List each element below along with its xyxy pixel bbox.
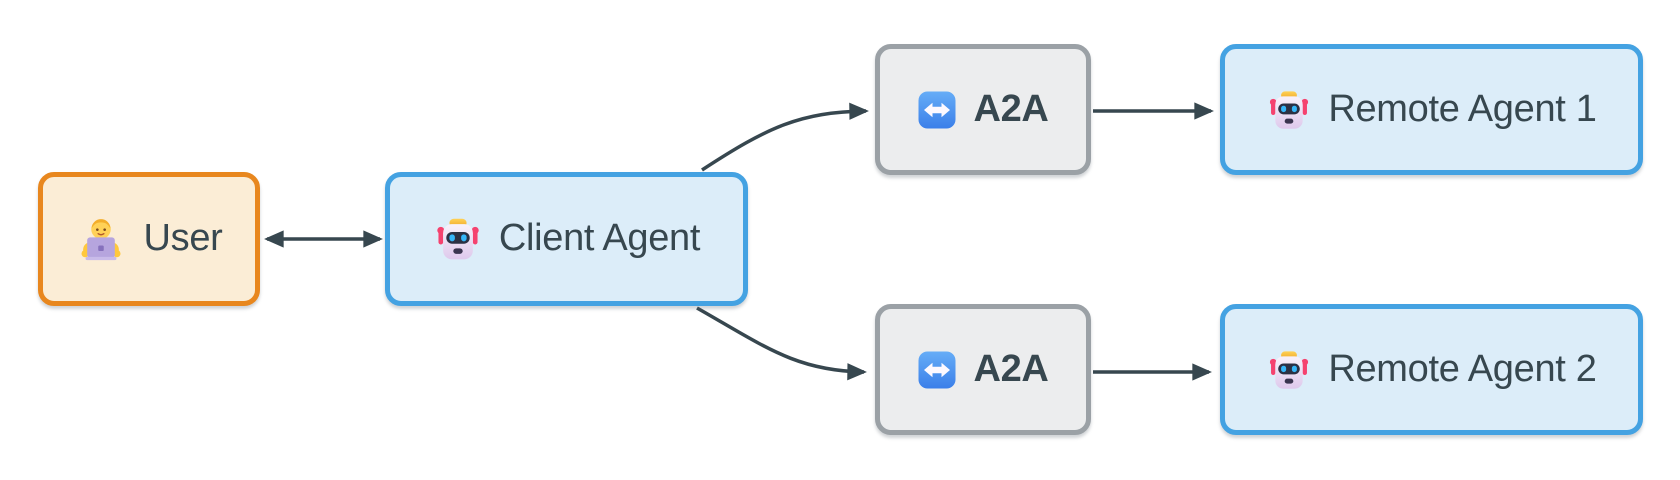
edge-client-a2a-top xyxy=(701,102,869,172)
robot-icon xyxy=(1266,347,1312,393)
node-remote-agent-2: Remote Agent 2 xyxy=(1220,304,1643,435)
technologist-icon xyxy=(75,212,127,266)
node-a2a-top-label: A2A xyxy=(973,87,1049,130)
node-a2a-top: A2A xyxy=(875,44,1091,175)
node-remote-agent-1: Remote Agent 1 xyxy=(1220,44,1643,175)
robot-icon xyxy=(433,214,483,264)
node-a2a-bottom: A2A xyxy=(875,304,1091,435)
node-user: User xyxy=(38,172,260,306)
left-right-arrow-icon xyxy=(917,350,957,390)
left-right-arrow-icon xyxy=(917,90,957,130)
node-remote-agent-1-label: Remote Agent 1 xyxy=(1328,87,1597,130)
node-remote-agent-2-label: Remote Agent 2 xyxy=(1328,347,1597,390)
node-user-label: User xyxy=(143,217,223,259)
node-client-agent: Client Agent xyxy=(385,172,748,306)
node-a2a-bottom-label: A2A xyxy=(973,347,1049,390)
robot-icon xyxy=(1266,87,1312,133)
edge-client-a2a-bottom xyxy=(696,306,867,381)
node-client-agent-label: Client Agent xyxy=(498,217,701,259)
